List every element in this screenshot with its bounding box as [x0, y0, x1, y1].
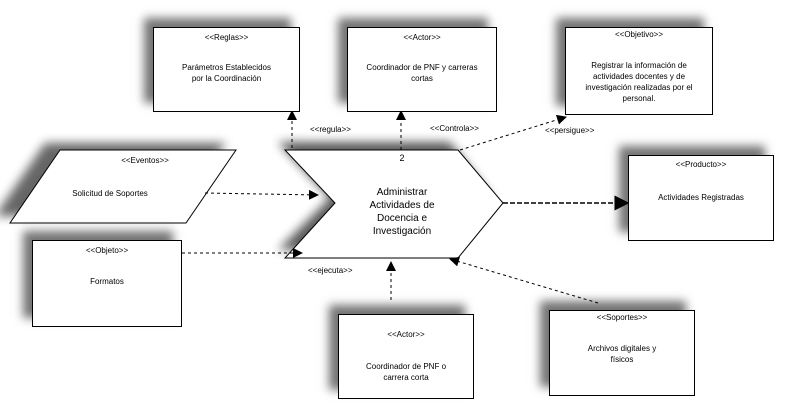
- objeto-stereotype: <<Objeto>>: [85, 246, 129, 255]
- edge-soportes: [449, 256, 599, 304]
- eventos-node: <<Eventos>> Solicitud de Soportes: [50, 150, 200, 222]
- actor-bottom-line: carrera corta: [383, 373, 429, 382]
- edge-label-persigue: <<persigue>>: [545, 126, 595, 135]
- eventos-stereotype: <<Eventos>>: [121, 156, 169, 165]
- soportes-stereotype: <<Soportes>>: [596, 313, 648, 322]
- reglas-line: Parámetros Establecidos: [182, 63, 271, 72]
- eventos-text: Solicitud de Soportes: [72, 189, 148, 198]
- objetivo-line: actividades docentes y de: [592, 72, 686, 81]
- objetivo-node: <<Objetivo>> Registrar la información de…: [565, 27, 713, 115]
- objetivo-stereotype: <<Objetivo>>: [614, 30, 664, 39]
- objeto-node: <<Objeto>> Formatos: [32, 240, 182, 327]
- soportes-line: Archivos digitales y: [587, 344, 657, 353]
- actor-top-node: <<Actor>> Coordinador de PNF y carreras …: [347, 27, 497, 112]
- objetivo-text: Registrar la información de actividades …: [572, 60, 706, 104]
- producto-node: <<Producto>> Actividades Registradas: [628, 155, 774, 241]
- eventos-parallelogram: [9, 149, 237, 224]
- objetivo-line: Registrar la información de: [591, 61, 687, 70]
- edge-persigue: [459, 114, 567, 151]
- actor-bottom-text: Coordinador de PNF o carrera corta: [345, 361, 467, 383]
- center-label-line: Docencia e: [376, 213, 428, 224]
- objetivo-line: personal.: [622, 94, 656, 103]
- objetivo-line: investigación realizadas por el: [585, 83, 693, 92]
- reglas-line: por la Coordinación: [191, 74, 262, 83]
- actor-top-line: cortas: [411, 74, 433, 83]
- soportes-node: <<Soportes>> Archivos digitales y físico…: [549, 310, 695, 396]
- actor-bottom-line: Coordinador de PNF o: [365, 362, 447, 371]
- actor-bottom-stereotype: <<Actor>>: [387, 330, 425, 339]
- producto-stereotype: <<Producto>>: [675, 160, 727, 169]
- soportes-line: físicos: [610, 355, 634, 364]
- actor-top-stereotype: <<Actor>>: [403, 33, 441, 42]
- actor-bottom-node: <<Actor>> Coordinador de PNF o carrera c…: [338, 314, 474, 399]
- edge-label-regula: <<regula>>: [310, 125, 351, 134]
- center-label-line: Actividades de: [369, 200, 435, 211]
- reglas-node: <<Reglas>> Parámetros Establecidos por l…: [153, 27, 300, 112]
- center-label: Administrar Actividades de Docencia e In…: [352, 186, 452, 238]
- soportes-text: Archivos digitales y físicos: [556, 343, 688, 365]
- reglas-text: Parámetros Establecidos por la Coordinac…: [160, 62, 293, 84]
- edge-label-ejecuta: <<ejecuta>>: [308, 266, 353, 275]
- producto-text: Actividades Registradas: [658, 193, 744, 202]
- center-number: 2: [399, 153, 405, 163]
- actor-top-text: Coordinador de PNF y carreras cortas: [354, 62, 490, 84]
- edge-label-controla: <<Controla>>: [430, 124, 479, 133]
- reglas-stereotype: <<Reglas>>: [204, 33, 249, 42]
- center-label-line: Investigación: [372, 226, 432, 237]
- center-label-line: Administrar: [376, 187, 428, 198]
- actor-top-line: Coordinador de PNF y carreras: [366, 63, 478, 72]
- edge-eventos: [204, 189, 319, 200]
- objeto-text: Formatos: [90, 277, 124, 286]
